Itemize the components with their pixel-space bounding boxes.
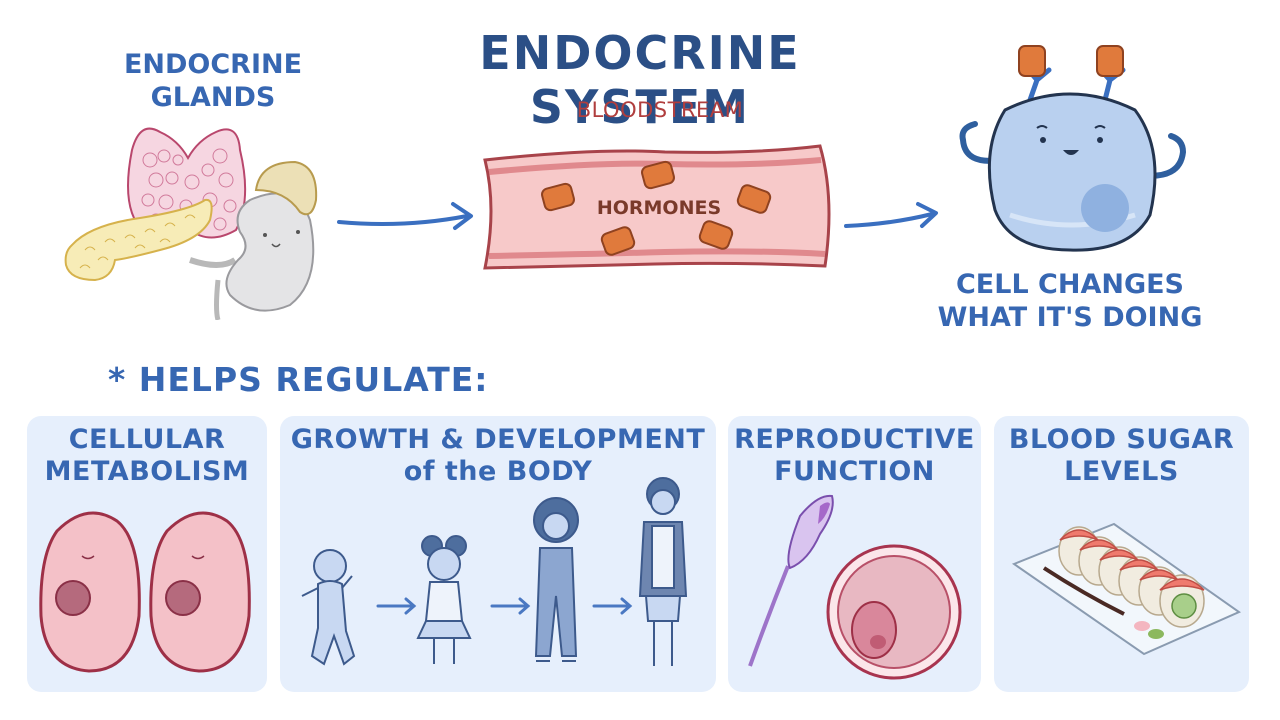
teen-icon — [638, 477, 688, 666]
card-title: REPRODUCTIVE FUNCTION — [728, 424, 981, 488]
card-title-line1: CELLULAR — [68, 424, 226, 455]
sushi-roll-icon — [1058, 526, 1205, 628]
card-title-line2: LEVELS — [1064, 456, 1179, 487]
arrow-right-icon — [844, 202, 938, 228]
hormone-icon — [541, 182, 575, 212]
asterisk-bullet-icon: * — [108, 360, 127, 399]
receptor-icon — [1018, 45, 1052, 103]
toddler-icon — [416, 535, 472, 664]
hormone-icon — [736, 184, 772, 214]
card-title-line1: BLOOD SUGAR — [1008, 424, 1235, 455]
card-title-line2: FUNCTION — [774, 456, 935, 487]
bloodstream-label: BLOODSTREAM — [576, 98, 744, 122]
pancreas-icon — [64, 198, 213, 282]
card-blood-sugar-levels: BLOOD SUGAR LEVELS — [994, 416, 1249, 692]
adrenal-gland-icon — [254, 160, 318, 216]
arrow-right-icon — [337, 202, 473, 230]
cell-changes-label: CELL CHANGES WHAT IT'S DOING — [930, 268, 1210, 334]
helps-regulate-text: HELPS REGULATE: — [138, 360, 489, 399]
metabolism-cells-illustration — [39, 511, 251, 673]
hormone-icon — [600, 226, 636, 256]
cell-label-line2: WHAT IT'S DOING — [937, 302, 1203, 333]
card-reproductive-function: REPRODUCTIVE FUNCTION — [728, 416, 981, 692]
card-cellular-metabolism: CELLULAR METABOLISM — [27, 416, 267, 692]
page-title: ENDOCRINE SYSTEM — [479, 26, 801, 134]
child-icon — [533, 497, 579, 662]
helps-regulate-heading: * HELPS REGULATE: — [108, 360, 489, 399]
card-title-line2: of the BODY — [403, 456, 593, 487]
sushi-plate-illustration — [1011, 522, 1242, 656]
cell-icon — [39, 511, 141, 673]
card-title: GROWTH & DEVELOPMENT of the BODY — [280, 424, 716, 488]
hormone-icon — [698, 220, 734, 250]
arrow-right-icon — [592, 597, 633, 615]
sperm-egg-illustration — [748, 494, 962, 680]
card-growth-development: GROWTH & DEVELOPMENT of the BODY — [280, 416, 716, 692]
card-title-line2: METABOLISM — [44, 456, 250, 487]
sperm-icon — [748, 494, 834, 667]
endocrine-glands-label: ENDOCRINE GLANDS — [118, 48, 308, 114]
egg-cell-icon — [826, 544, 962, 680]
glands-label-line1: ENDOCRINE — [123, 49, 303, 80]
growth-stages-illustration — [301, 477, 688, 666]
arrow-right-icon — [376, 597, 417, 615]
baby-icon — [301, 549, 356, 666]
card-title-line1: GROWTH & DEVELOPMENT — [290, 424, 706, 455]
card-title: CELLULAR METABOLISM — [27, 424, 267, 488]
card-title-line1: REPRODUCTIVE — [734, 424, 975, 455]
blood-vessel-illustration: HORMONES — [483, 144, 831, 270]
hormones-label: HORMONES — [597, 197, 721, 219]
kidney-icon — [225, 192, 315, 312]
arrow-right-icon — [490, 597, 531, 615]
card-title: BLOOD SUGAR LEVELS — [994, 424, 1249, 488]
receptor-icon — [1096, 45, 1126, 103]
endocrine-glands-illustration — [64, 127, 318, 320]
target-cell-illustration — [959, 45, 1187, 252]
cell-label-line1: CELL CHANGES — [955, 269, 1185, 300]
glands-label-line2: GLANDS — [150, 82, 276, 113]
hormone-icon — [641, 160, 675, 190]
cell-icon — [149, 511, 251, 673]
